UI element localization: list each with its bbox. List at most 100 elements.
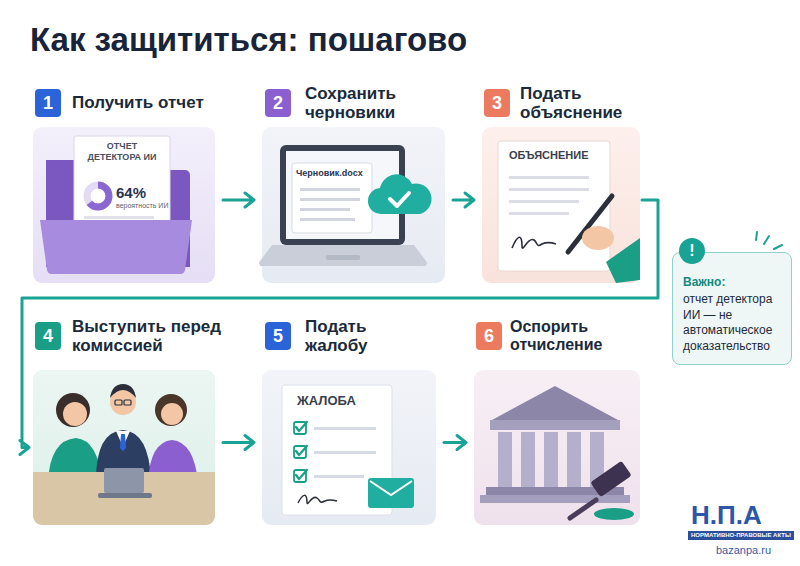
commission-illustration-part <box>56 393 90 427</box>
note-box: Важно:отчет детектора ИИ — не автоматиче… <box>672 252 792 365</box>
commission-illustration-part <box>63 402 87 426</box>
percentage: 64% <box>116 184 146 202</box>
step-number: 5 <box>273 326 283 347</box>
court-illustration-part <box>492 386 618 420</box>
step-number: 3 <box>492 93 502 114</box>
folder-illustration-part <box>84 216 154 219</box>
step-card: Оспорить отчисление <box>474 370 640 525</box>
document-title: ОБЪЯСНЕНИЕ <box>509 149 589 162</box>
court-illustration-part <box>498 432 512 487</box>
note-rays-part <box>756 232 757 240</box>
note-rays <box>756 232 782 249</box>
document-title: ОТЧЕТ ДЕТЕКТОРА ИИ <box>80 141 164 163</box>
explanation-illustration-part <box>509 188 589 191</box>
complaint-illustration-part <box>296 446 307 455</box>
laptop-illustration-part <box>390 193 409 206</box>
logo-subtitle: НОРМАТИВНО-ПРАВОВЫЕ АКТЫ <box>688 531 794 540</box>
explanation-illustration <box>498 141 640 283</box>
complaint-illustration-part <box>314 451 376 454</box>
commission-illustration-part <box>161 403 183 425</box>
commission-illustration-part <box>104 468 144 493</box>
flow-arrow <box>453 193 474 207</box>
laptop-illustration-part <box>300 218 355 221</box>
logo-url: bazanpa.ru <box>716 544 771 557</box>
commission-illustration-part <box>115 400 122 405</box>
explanation-illustration-part <box>606 238 640 283</box>
complaint-illustration-part <box>370 481 412 495</box>
laptop-illustration-part <box>300 198 360 201</box>
flow-arrow <box>223 436 254 450</box>
commission-illustration-part <box>120 434 126 451</box>
step-heading: Подать объяснение <box>520 84 645 122</box>
document-title: ЖАЛОБА <box>297 393 356 409</box>
laptop-illustration-part <box>368 174 432 214</box>
complaint-illustration-part <box>294 422 306 434</box>
note-rays-part <box>774 245 782 249</box>
commission-illustration-part <box>98 493 152 498</box>
court-illustration-part <box>590 461 631 498</box>
court-illustration-part <box>594 508 634 520</box>
complaint-illustration-part <box>296 422 307 431</box>
folder-illustration-part <box>40 220 192 274</box>
flow-arrow <box>223 193 254 207</box>
step-number-badge: 3 <box>484 89 510 117</box>
court-illustration <box>480 386 634 520</box>
complaint-illustration-part <box>294 446 306 458</box>
complaint-illustration-part <box>368 478 414 508</box>
court-illustration-part <box>521 432 535 487</box>
step-heading: Сохранить черновики <box>305 84 440 122</box>
laptop-illustration-part <box>326 255 360 260</box>
logo-mark: Н.П.А <box>691 500 762 531</box>
explanation-illustration-part <box>509 176 589 179</box>
explanation-illustration-part <box>582 226 614 250</box>
percentage-caption: вероятность ИИ <box>116 202 168 210</box>
card-grounds-part <box>262 370 436 525</box>
commission-illustration <box>33 384 215 525</box>
complaint-illustration-part <box>296 470 307 479</box>
court-illustration-part <box>570 500 596 518</box>
court-illustration-part <box>490 420 620 430</box>
note-rays-part <box>764 236 769 244</box>
commission-illustration-part <box>155 394 187 426</box>
court-illustration-part <box>544 432 558 487</box>
step-card: Выступить перед комиссией <box>33 370 215 525</box>
step-number: 6 <box>484 326 494 347</box>
folder-illustration-part <box>87 185 109 207</box>
step-number-badge: 2 <box>265 89 291 117</box>
warning-mark: ! <box>689 242 694 260</box>
step-card: Сохранить черновики <box>262 127 445 283</box>
commission-illustration-part <box>110 384 136 398</box>
page-title: Как защититься: пошагово <box>30 22 467 58</box>
complaint-illustration-part <box>314 427 376 430</box>
complaint-illustration-part <box>314 475 364 478</box>
step-heading: Получить отчет <box>72 93 222 112</box>
laptop-illustration <box>259 145 431 266</box>
commission-illustration-part <box>124 400 131 405</box>
card-grounds-part <box>33 370 215 525</box>
court-illustration-part <box>480 495 630 503</box>
explanation-illustration-part <box>512 237 556 248</box>
step-number: 2 <box>273 93 283 114</box>
step-heading: Выступить перед комиссией <box>72 317 237 355</box>
card-grounds-part <box>474 370 640 525</box>
complaint-illustration-part <box>298 495 337 503</box>
court-illustration-part <box>567 432 581 487</box>
card-grounds-part <box>33 127 215 283</box>
step-number: 4 <box>43 326 53 347</box>
flow-arrow <box>444 436 466 450</box>
explanation-illustration-part <box>509 200 579 203</box>
complaint-illustration-part <box>294 470 306 482</box>
laptop-illustration-part <box>300 188 360 191</box>
complaint-illustration <box>282 385 414 515</box>
warning-icon: ! <box>679 238 705 264</box>
step-number-badge: 6 <box>476 322 502 350</box>
laptop-illustration-part <box>259 245 427 266</box>
step-number: 1 <box>43 93 53 114</box>
laptop-illustration-part <box>300 208 350 211</box>
step-number-badge: 4 <box>35 322 61 350</box>
note-heading: Важно: <box>683 275 782 289</box>
step-number-badge: 1 <box>35 89 61 117</box>
folder-illustration-part <box>87 185 109 207</box>
explanation-illustration-part <box>509 212 569 215</box>
step-number-badge: 5 <box>265 322 291 350</box>
